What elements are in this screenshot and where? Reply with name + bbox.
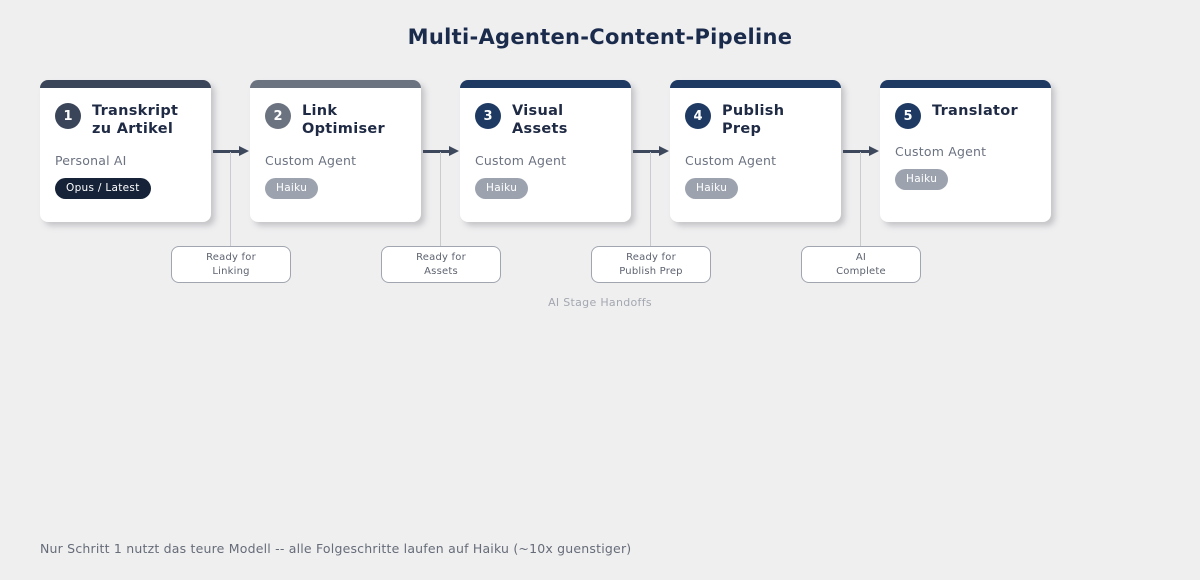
stage-agent-label: Personal AI xyxy=(55,153,127,168)
stage-title: Visual Assets xyxy=(512,103,568,137)
arrow-right-icon xyxy=(633,146,669,155)
stage-card-publish-prep: 4 Publish Prep Custom Agent Haiku xyxy=(670,80,841,222)
stage-title: Publish Prep xyxy=(722,103,785,137)
stage-accent-bar xyxy=(670,80,841,88)
stage-number-badge: 4 xyxy=(685,103,711,129)
arrow-right-icon xyxy=(843,146,879,155)
handoff-connector-line xyxy=(650,152,651,246)
stage-model-badge: Haiku xyxy=(685,178,739,199)
stage-model-badge: Haiku xyxy=(895,169,949,190)
stage-agent-label: Custom Agent xyxy=(685,153,777,168)
stage-number-badge: 3 xyxy=(475,103,501,129)
stage-number-badge: 1 xyxy=(55,103,81,129)
stage-card-translator: 5 Translator Custom Agent Haiku xyxy=(880,80,1051,222)
handoffs-caption: AI Stage Handoffs xyxy=(548,296,652,309)
stage-title: Translator xyxy=(932,103,1018,119)
stage-model-badge: Opus / Latest xyxy=(55,178,151,199)
handoff-connector-line xyxy=(440,152,441,246)
stage-accent-bar xyxy=(40,80,211,88)
stage-number-badge: 5 xyxy=(895,103,921,129)
handoff-connector-line xyxy=(230,152,231,246)
stage-accent-bar xyxy=(460,80,631,88)
stage-agent-label: Custom Agent xyxy=(475,153,567,168)
stage-number-badge: 2 xyxy=(265,103,291,129)
stage-agent-label: Custom Agent xyxy=(265,153,357,168)
stage-card-transkript: 1 Transkript zu Artikel Personal AI Opus… xyxy=(40,80,211,222)
stage-model-badge: Haiku xyxy=(475,178,529,199)
cost-footnote: Nur Schritt 1 nutzt das teure Modell -- … xyxy=(40,541,632,556)
handoff-label-ready-for-assets: Ready for Assets xyxy=(381,246,501,283)
handoff-connector-line xyxy=(860,152,861,246)
stage-card-link-optimiser: 2 Link Optimiser Custom Agent Haiku xyxy=(250,80,421,222)
arrow-right-icon xyxy=(423,146,459,155)
handoff-label-ready-for-publish-prep: Ready for Publish Prep xyxy=(591,246,711,283)
handoff-label-ai-complete: AI Complete xyxy=(801,246,921,283)
stage-accent-bar xyxy=(250,80,421,88)
stage-title: Link Optimiser xyxy=(302,103,386,137)
stage-title: Transkript zu Artikel xyxy=(92,103,179,137)
page-title: Multi-Agenten-Content-Pipeline xyxy=(407,25,793,49)
stage-model-badge: Haiku xyxy=(265,178,319,199)
handoff-label-ready-for-linking: Ready for Linking xyxy=(171,246,291,283)
stage-card-visual-assets: 3 Visual Assets Custom Agent Haiku xyxy=(460,80,631,222)
stage-accent-bar xyxy=(880,80,1051,88)
arrow-right-icon xyxy=(213,146,249,155)
stage-agent-label: Custom Agent xyxy=(895,144,987,159)
